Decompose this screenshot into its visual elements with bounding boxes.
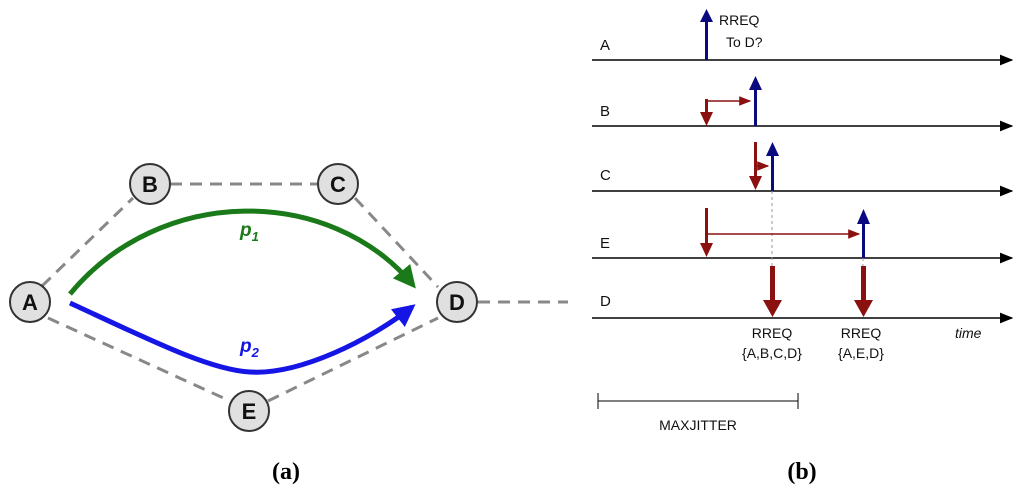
row-label-a: A bbox=[600, 37, 610, 54]
receive-arrow-b bbox=[700, 99, 713, 126]
network-topology: p1 p2 A B C D E bbox=[9, 163, 568, 432]
link-a-e bbox=[47, 316, 231, 403]
receive-arrow-d-1 bbox=[763, 266, 782, 317]
receive-arrow-e bbox=[700, 208, 713, 257]
link-c-d bbox=[353, 196, 440, 289]
time-axis-label: time bbox=[955, 325, 982, 341]
rreq-label-a: RREQ bbox=[719, 12, 760, 28]
path-p2-label: p2 bbox=[239, 336, 260, 360]
rreq-query-a: To D? bbox=[726, 34, 763, 50]
maxjitter-label: MAXJITTER bbox=[659, 417, 737, 433]
row-label-e: E bbox=[600, 235, 610, 252]
row-label-d: D bbox=[600, 293, 611, 310]
node-c-label: C bbox=[330, 172, 346, 197]
rreq-route-d1: {A,B,C,D} bbox=[742, 345, 802, 361]
timelines bbox=[592, 54, 1014, 324]
send-arrow-a bbox=[700, 9, 713, 60]
maxjitter-bracket bbox=[597, 393, 799, 409]
panel-b-caption: (b) bbox=[787, 459, 816, 485]
rreq-label-d1: RREQ bbox=[752, 325, 793, 341]
node-b-label: B bbox=[142, 172, 158, 197]
receive-arrow-c bbox=[749, 142, 762, 190]
path-p1-label: p1 bbox=[239, 220, 259, 244]
node-e-label: E bbox=[242, 399, 257, 424]
node-a-label: A bbox=[22, 290, 38, 315]
node-d-label: D bbox=[449, 290, 465, 315]
send-arrow-b bbox=[749, 76, 762, 126]
timing-diagram: A B C E D bbox=[592, 9, 1014, 433]
panel-a-caption: (a) bbox=[272, 459, 300, 485]
path-p1-curve bbox=[68, 208, 416, 296]
node-b: B bbox=[129, 163, 171, 205]
rreq-label-d2: RREQ bbox=[841, 325, 882, 341]
link-e-d bbox=[267, 316, 439, 403]
node-d: D bbox=[436, 281, 478, 323]
network-links bbox=[40, 182, 568, 403]
row-label-b: B bbox=[600, 103, 610, 120]
link-a-b bbox=[40, 196, 135, 288]
node-a: A bbox=[9, 281, 51, 323]
send-arrow-c bbox=[766, 142, 779, 191]
node-e: E bbox=[228, 390, 270, 432]
send-arrow-e bbox=[857, 209, 870, 258]
path-p2-curve bbox=[68, 300, 416, 375]
row-label-c: C bbox=[600, 167, 611, 184]
rreq-route-d2: {A,E,D} bbox=[838, 345, 884, 361]
receive-arrow-d-2 bbox=[854, 266, 873, 317]
node-c: C bbox=[317, 163, 359, 205]
